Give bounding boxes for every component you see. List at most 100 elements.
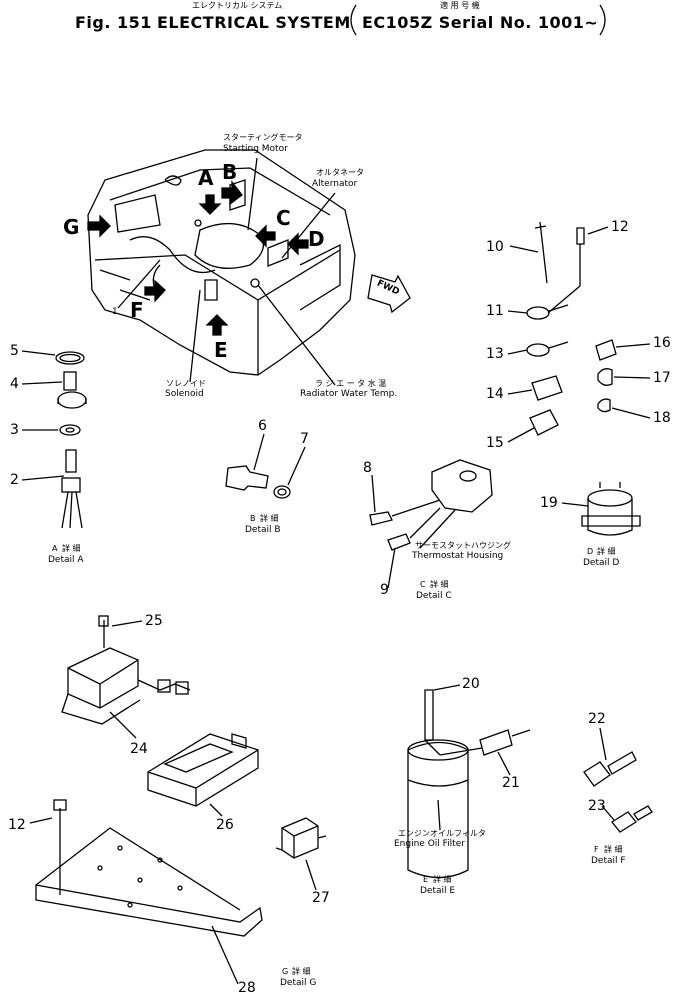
part-number-18: 18 [653, 410, 671, 426]
leader-5 [21, 350, 56, 356]
part-number-3: 3 [10, 422, 19, 438]
leader-17 [613, 376, 651, 379]
alternator-label-jp: オルタネータ [316, 168, 364, 177]
leader-14 [507, 389, 533, 395]
view-letter-d: D [308, 227, 325, 251]
leader-alternator [281, 192, 336, 259]
solenoid-label: Solenoid [165, 389, 204, 399]
detail-g-caption: Detail G [280, 978, 317, 988]
part-number-17: 17 [653, 370, 671, 386]
view-letter-e: E [214, 338, 228, 362]
header-left-paren [350, 4, 357, 36]
part-number-24: 24 [130, 741, 148, 757]
leader-15 [507, 427, 535, 443]
arrow-e [205, 314, 229, 336]
detail-a-jp: 詳 細 [62, 544, 81, 553]
leader-solenoid [189, 289, 201, 383]
view-arrows [87, 180, 309, 336]
leader-10 [509, 245, 539, 253]
radiator-label-jp: ラ ジ エ ー タ 水 温 [315, 379, 387, 388]
part-number-11: 11 [486, 303, 504, 319]
detail-c-jp: 詳 細 [430, 580, 449, 589]
alternator-label: Alternator [312, 179, 358, 189]
view-letter-f: F [130, 298, 144, 322]
leader-thermostat [419, 509, 456, 549]
detail-c-parts [369, 459, 493, 551]
detail-b-jp: 詳 細 [260, 514, 279, 523]
leader-2 [21, 475, 65, 481]
detail-f-caption: Detail F [591, 856, 626, 866]
view-letter-b: B [222, 160, 238, 184]
part-number-2: 2 [10, 472, 19, 488]
leader-28 [211, 925, 239, 985]
detail-f-jp: 詳 細 [604, 845, 623, 854]
leader-16 [615, 343, 651, 348]
leader-part-1 [117, 259, 161, 309]
part-number-23: 23 [588, 798, 606, 814]
header-fig-number: Fig. 151 [75, 13, 152, 32]
part-number-8: 8 [363, 460, 372, 476]
leader-13 [507, 349, 528, 355]
part-number-22: 22 [588, 711, 606, 727]
detail-d-parts [581, 482, 641, 536]
arrow-f [144, 279, 166, 303]
part-number-19: 19 [540, 495, 558, 511]
detail-f-parts [583, 751, 653, 833]
part-number-7: 7 [300, 431, 309, 447]
detail-d-caption: Detail D [583, 558, 620, 568]
detail-b-letter: B [250, 514, 256, 523]
leader-26 [209, 803, 223, 817]
hardware-parts [526, 221, 617, 436]
header-applic: EC105Z Serial No. 1001~ [362, 13, 599, 32]
thermostat-label-jp: サーモスタットハウジング [415, 541, 511, 550]
arrow-g [87, 214, 111, 238]
part-number-5: 5 [10, 343, 19, 359]
header-applic-jp: 適 用 号 機 [440, 1, 480, 10]
leader-24 [109, 711, 137, 739]
leader-12a [587, 226, 609, 235]
detail-b-caption: Detail B [245, 525, 281, 535]
arrow-a [198, 194, 222, 215]
fwd-arrow [367, 274, 411, 314]
arrow-d [287, 232, 309, 256]
detail-g-parts [35, 615, 327, 937]
part-number-12b: 12 [8, 817, 26, 833]
header-right-paren [599, 4, 606, 36]
view-letter-a: A [198, 166, 214, 190]
arrow-c [255, 224, 276, 248]
leader-11 [507, 310, 528, 314]
detail-a-caption: Detail A [48, 555, 84, 565]
leader-radiator [257, 284, 336, 386]
leader-19 [561, 502, 589, 507]
part-number-12a: 12 [611, 219, 629, 235]
detail-e-caption: Detail E [420, 886, 456, 896]
part-number-20: 20 [462, 676, 480, 692]
leader-20 [433, 684, 461, 691]
leader-22 [599, 727, 607, 761]
detail-c-caption: Detail C [416, 591, 452, 601]
engine-oil-filter-label-jp: エンジンオイルフィルタ [398, 829, 486, 838]
part-number-4: 4 [10, 376, 19, 392]
leader-25 [111, 620, 143, 627]
part-number-9: 9 [380, 582, 389, 598]
detail-a-letter: A [52, 544, 58, 553]
detail-a-parts [55, 351, 87, 529]
detail-d-jp: 詳 細 [597, 547, 616, 556]
leader-27 [305, 859, 317, 891]
leader-18 [611, 407, 651, 419]
starting-motor-label: Starting Motor [223, 144, 288, 154]
part-number-14: 14 [486, 386, 504, 402]
detail-b-parts [225, 465, 291, 499]
leader-oil-filter [437, 799, 441, 831]
detail-e-parts [407, 689, 531, 879]
part-number-1: 1 [112, 307, 118, 317]
engine-illustration [87, 149, 356, 376]
header-title: ELECTRICAL SYSTEM [157, 13, 351, 32]
leader-starting-motor [247, 157, 258, 231]
part-number-25: 25 [145, 613, 163, 629]
leader-8 [371, 474, 376, 513]
view-letter-g: G [63, 215, 80, 239]
view-letter-c: C [276, 206, 291, 230]
part-number-26: 26 [216, 817, 234, 833]
